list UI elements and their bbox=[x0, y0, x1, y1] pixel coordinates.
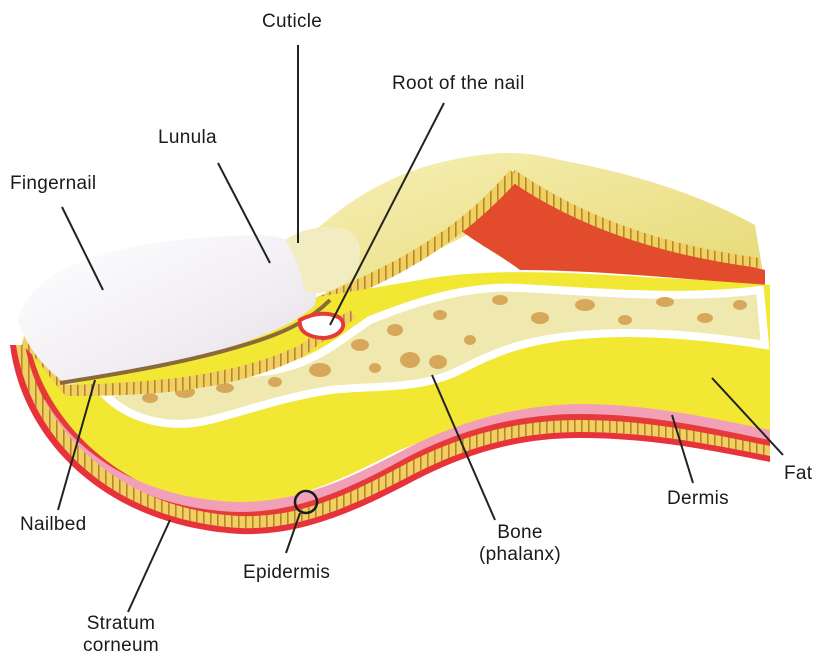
label-dermis: Dermis bbox=[667, 488, 729, 510]
label-epidermis: Epidermis bbox=[243, 562, 330, 584]
label-stratum-line1: Stratum bbox=[66, 613, 176, 635]
label-lunula: Lunula bbox=[158, 127, 217, 149]
label-root-of-nail: Root of the nail bbox=[392, 73, 525, 95]
label-cuticle: Cuticle bbox=[262, 11, 322, 33]
label-stratum-corneum: Stratum corneum bbox=[66, 613, 176, 657]
label-bone-line1: Bone bbox=[460, 522, 580, 544]
nail-root bbox=[300, 314, 343, 338]
label-bone-line2: (phalanx) bbox=[460, 544, 580, 566]
label-nailbed: Nailbed bbox=[20, 514, 87, 536]
leader-stratum bbox=[128, 520, 170, 612]
label-fat: Fat bbox=[784, 463, 812, 485]
label-bone: Bone (phalanx) bbox=[460, 522, 580, 566]
label-stratum-line2: corneum bbox=[66, 635, 176, 657]
label-fingernail: Fingernail bbox=[10, 173, 96, 195]
